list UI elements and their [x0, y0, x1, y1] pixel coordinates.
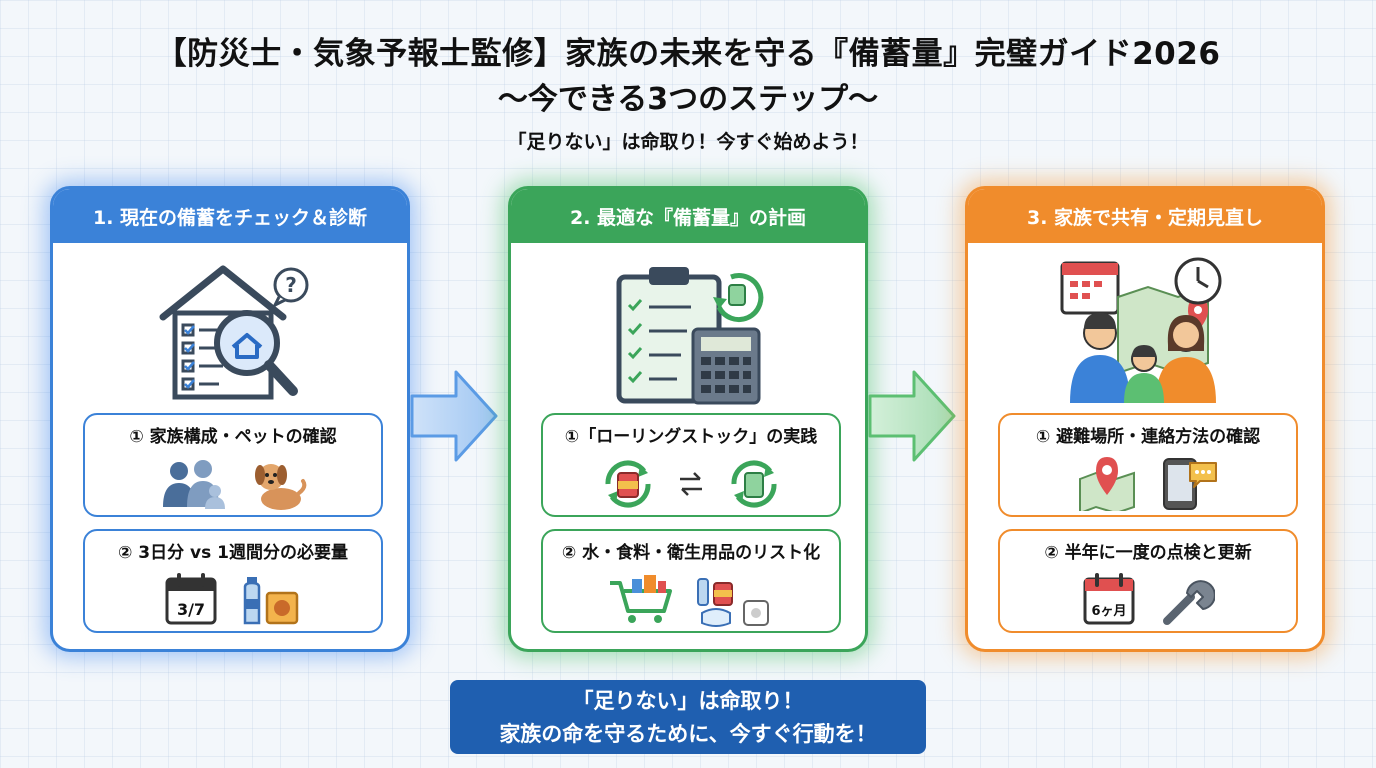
calendar-6-months-text: 6ヶ月 [1091, 604, 1126, 619]
step-1-item-2: ② 3日分 vs 1週間分の必要量 3/7 [83, 529, 383, 633]
step-3-item-1: ① 避難場所・連絡方法の確認 [998, 413, 1298, 517]
clipboard-calculator-icon [616, 267, 764, 405]
family-calendar-clock-map-icon [1060, 257, 1222, 403]
step-3-item-1-label: ① 避難場所・連絡方法の確認 [1035, 427, 1261, 447]
step-2-item-1: ①「ローリングストック」の実践 [541, 413, 841, 517]
step-2-item-2: ② 水・食料・衛生用品のリスト化 [541, 529, 841, 633]
page-title: 【防災士・気象予報士監修】家族の未来を守る『備蓄量』完璧ガイド2026 [155, 36, 1221, 72]
step-2-item-1-label: ①「ローリングストック」の実践 [564, 427, 818, 447]
step-2-title: 2. 最適な『備蓄量』の計画 [511, 189, 865, 243]
step-3-title: 3. 家族で共有・定期見直し [968, 189, 1322, 243]
step-1-title: 1. 現在の備蓄をチェック＆診断 [53, 189, 407, 243]
page-subtitle: 〜今できる3つのステップ〜 [497, 82, 879, 117]
step-1-item-1-label: ① 家族構成・ペットの確認 [129, 427, 337, 447]
step-panel-1: 1. 現在の備蓄をチェック＆診断 ? ① 家族構成・ペットの確認 [50, 186, 410, 652]
step-panel-2: 2. 最適な『備蓄量』の計画 ①「ローリングストック」の実践 [508, 186, 868, 652]
cta-line-1: 「足りない」は命取り！ [572, 689, 804, 713]
call-to-action-banner: 「足りない」は命取り！ 家族の命を守るために、今すぐ行動を！ [450, 680, 926, 754]
step-1-item-2-label: ② 3日分 vs 1週間分の必要量 [117, 543, 348, 563]
arrow-right-icon [868, 370, 956, 462]
calendar-icon: 3/7 [165, 573, 217, 625]
arrow-right-icon [410, 370, 498, 462]
swap-icon [680, 472, 702, 496]
step-3-item-2: ② 半年に一度の点検と更新 6ヶ月 [998, 529, 1298, 633]
map-pin-icon [1079, 457, 1135, 511]
page-tagline: 「足りない」は命取り！今すぐ始めよう！ [507, 131, 869, 153]
step-3-item-2-label: ② 半年に一度の点検と更新 [1044, 543, 1252, 563]
supplies-icon [697, 578, 769, 627]
house-checklist-magnifier-icon: ? [159, 265, 309, 400]
step-panel-3: 3. 家族で共有・定期見直し ① 避難場所・連絡方法の確認 [965, 186, 1325, 652]
step-1-item-1: ① 家族構成・ペットの確認 [83, 413, 383, 517]
shopping-cart-icon [610, 575, 672, 623]
rotate-roll-icon [731, 460, 777, 508]
calendar-3-7-text: 3/7 [177, 600, 205, 619]
rotate-can-icon [605, 460, 651, 508]
svg-text:?: ? [285, 273, 297, 297]
cta-line-2: 家族の命を守るために、今すぐ行動を！ [499, 722, 877, 746]
dog-icon [255, 464, 307, 510]
smartphone-chat-icon [1163, 458, 1217, 510]
wrench-icon [1163, 580, 1215, 625]
step-2-item-2-label: ② 水・食料・衛生用品のリスト化 [561, 543, 821, 563]
family-icon [163, 460, 225, 509]
calendar-icon: 6ヶ月 [1083, 573, 1135, 625]
water-bottle-food-icon [243, 577, 299, 625]
